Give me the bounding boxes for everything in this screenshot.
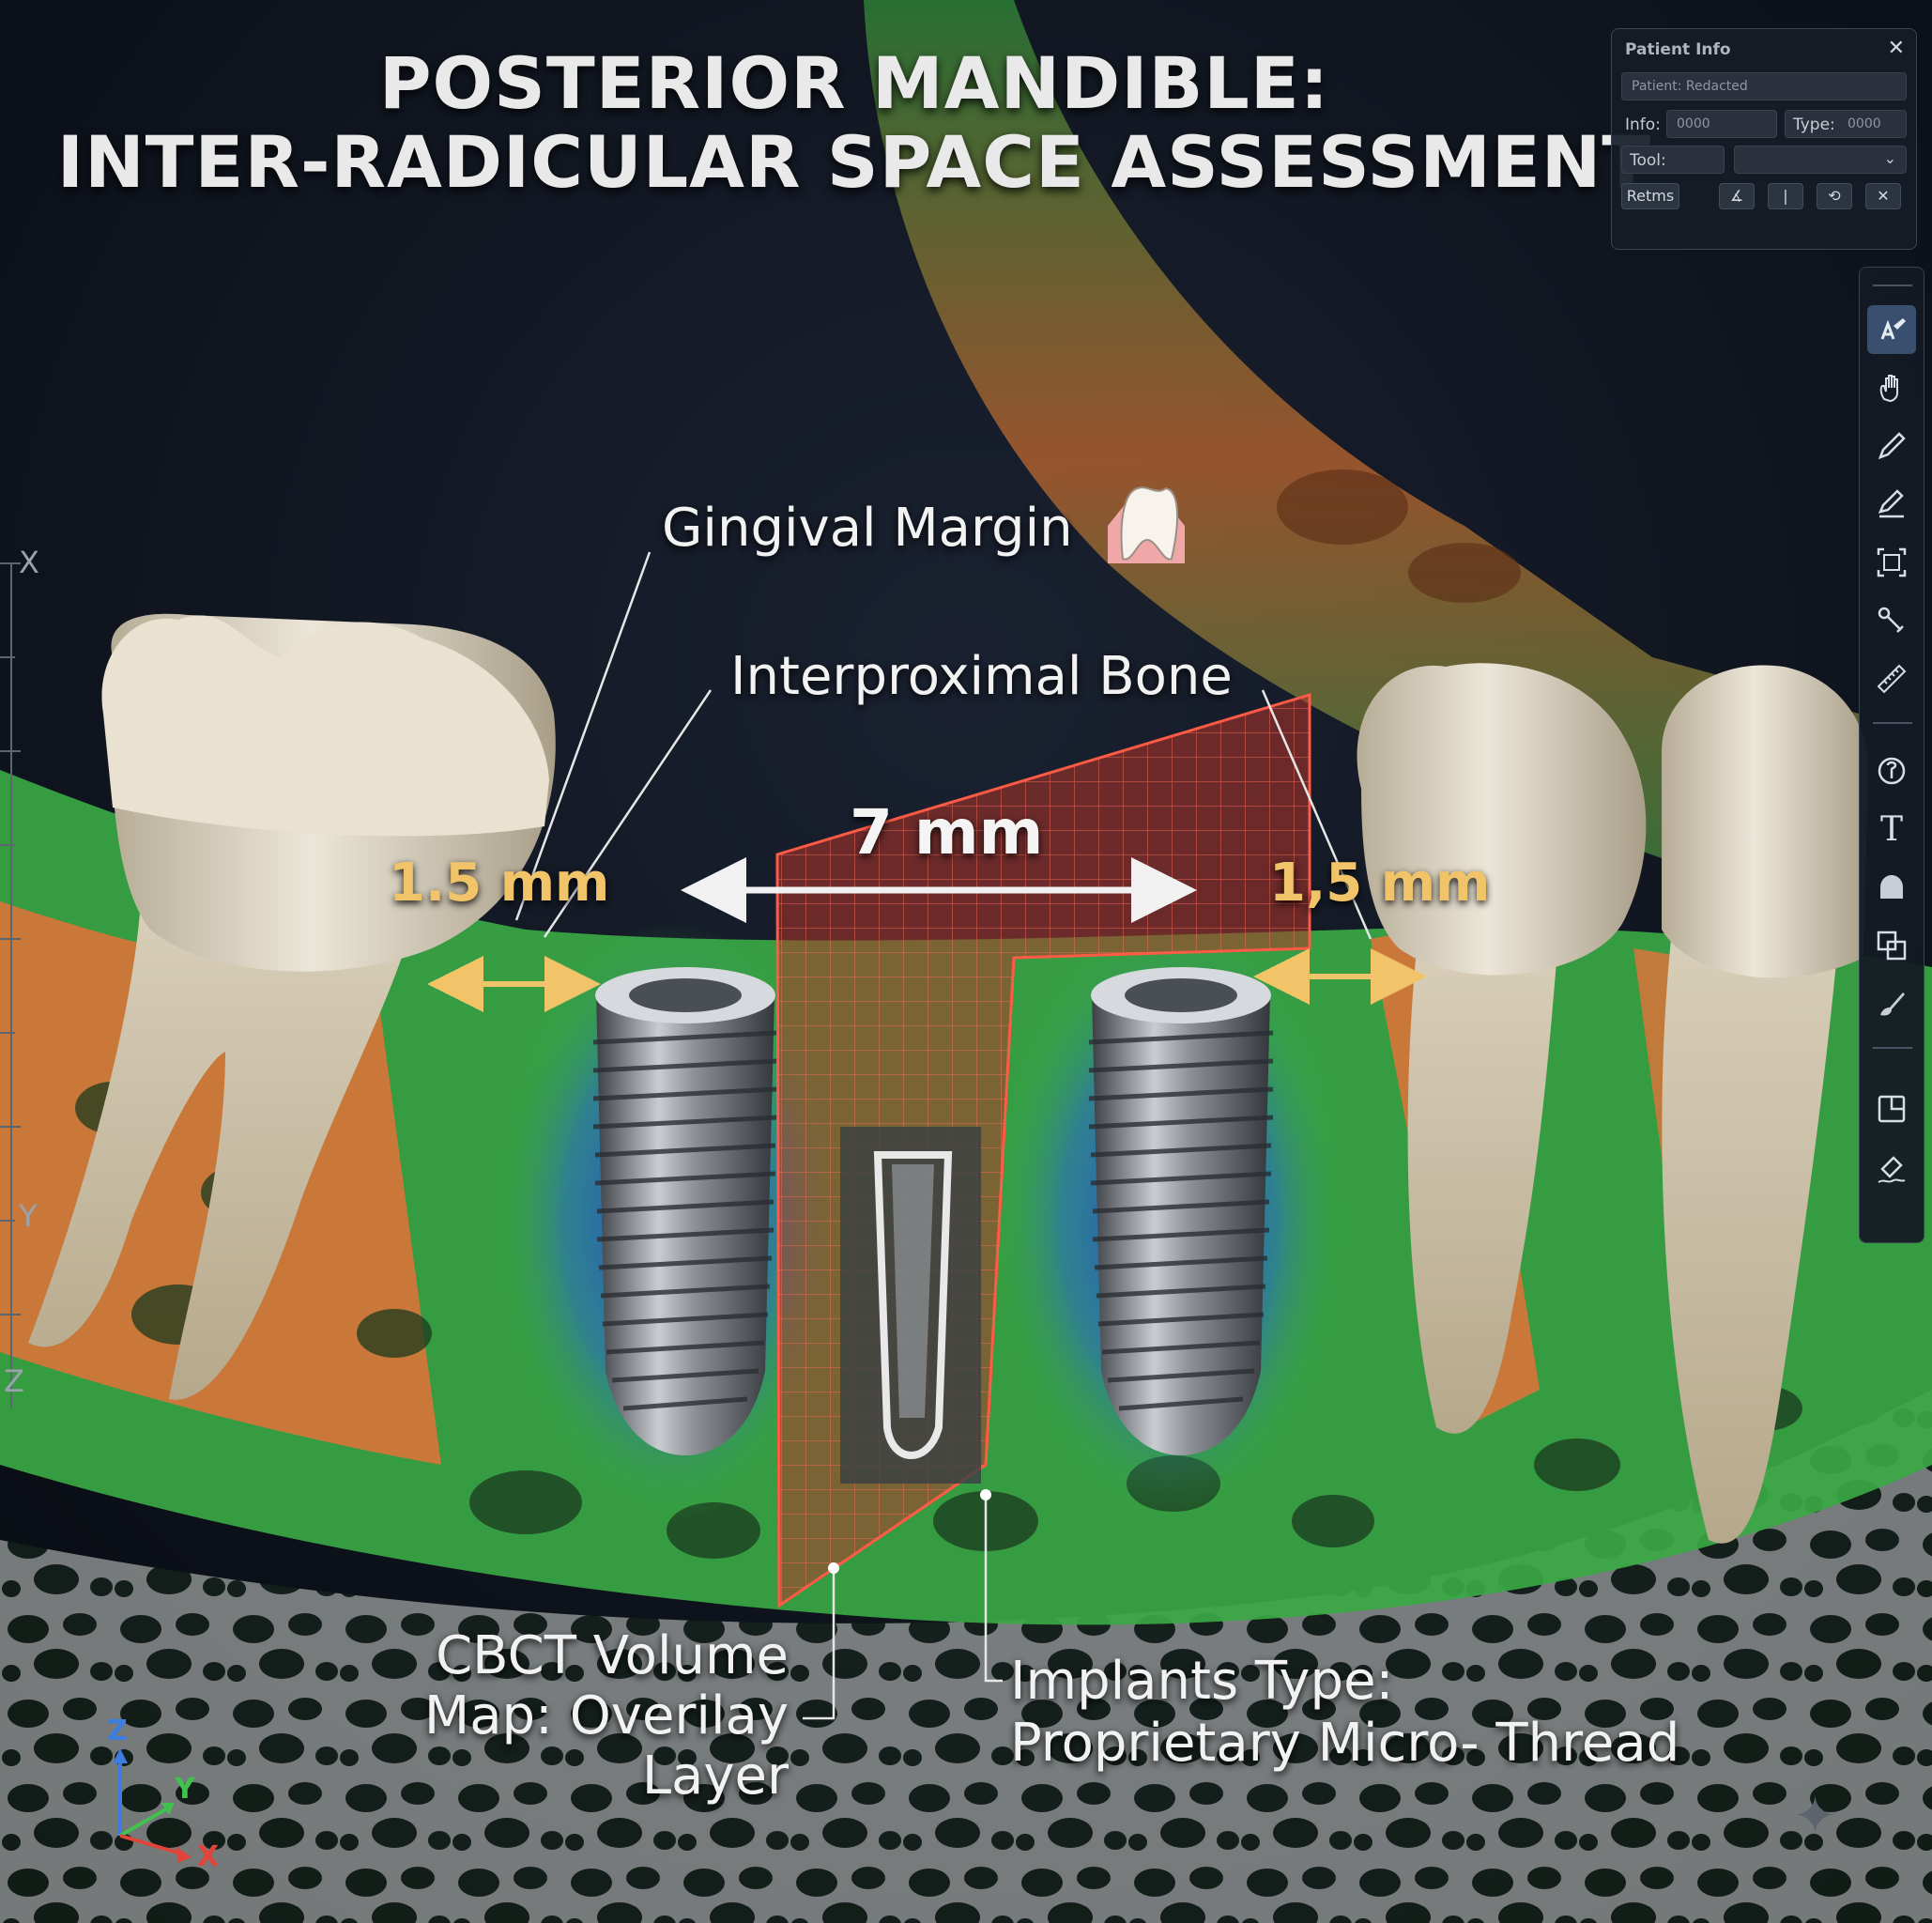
triad-label-y: Y: [175, 1773, 195, 1806]
pencil-icon[interactable]: [1867, 422, 1916, 470]
panel-title: Patient Info: [1625, 40, 1731, 59]
close-icon[interactable]: ✕: [1887, 37, 1905, 60]
type-value: 0000: [1848, 116, 1881, 131]
tooth-gingiva-icon: [1108, 486, 1185, 563]
scan-frame-icon[interactable]: [1867, 538, 1916, 587]
triad-label-z: Z: [107, 1715, 128, 1747]
text-icon[interactable]: T: [1867, 805, 1916, 854]
signature-icon[interactable]: [1867, 1145, 1916, 1193]
leader-dot: [980, 1489, 991, 1500]
measure-left-gap: 1.5 mm: [389, 853, 610, 914]
reset-icon[interactable]: ⟲: [1817, 183, 1852, 209]
ruler-icon[interactable]: [1867, 654, 1916, 703]
toolbar-separator: [1873, 1047, 1912, 1049]
trabecular-bone-base: [0, 1390, 1932, 1923]
measure-center-gap: 7 mm: [850, 796, 1044, 869]
title-line-2: INTER-RADICULAR SPACE ASSESSMENT: [56, 120, 1652, 204]
label-cbct-volume-map: CBCT Volume Map: Overilay Layer: [376, 1626, 789, 1807]
chevron-down-icon: ⌄: [1883, 149, 1896, 167]
cbct-line-3: Layer: [641, 1746, 789, 1807]
implant-right: [1088, 967, 1274, 1455]
implant-line-1: Implants Type:: [1010, 1651, 1394, 1712]
title-line-1: POSTERIOR MANDIBLE:: [378, 41, 1330, 125]
measure-right-gap: 1,5 mm: [1269, 853, 1491, 914]
label-gingival-margin: Gingival Margin: [662, 498, 1073, 559]
pan-hand-icon[interactable]: [1867, 363, 1916, 412]
ruler-label-y: Y: [19, 1198, 38, 1234]
sparkle-icon: ✦: [1793, 1786, 1837, 1847]
toolbar-separator: [1873, 722, 1912, 724]
info-label: Info:: [1625, 115, 1661, 134]
patient-field-value: Patient: Redacted: [1632, 79, 1748, 94]
node-icon[interactable]: [1867, 746, 1916, 795]
ruler-label-x: X: [19, 545, 39, 580]
cbct-line-1: CBCT Volume: [436, 1625, 789, 1686]
toolbar-separator: [1873, 285, 1912, 286]
implant-left: [592, 967, 778, 1455]
crown-icon[interactable]: [1867, 863, 1916, 912]
items-button[interactable]: Retms: [1621, 183, 1679, 209]
cbct-line-2: Map: Overilay: [423, 1685, 789, 1746]
clear-icon[interactable]: ✕: [1865, 183, 1901, 209]
leader-dot: [828, 1562, 839, 1574]
measure-icon[interactable]: ∡: [1719, 183, 1755, 209]
implant-line-2: Proprietary Micro- Thread: [1010, 1713, 1680, 1774]
type-field[interactable]: Type: 0000: [1785, 110, 1907, 138]
probe-icon[interactable]: [1867, 596, 1916, 645]
axis-triad: [113, 1748, 192, 1863]
tool-label-box: Tool:: [1621, 146, 1725, 174]
layers-icon[interactable]: [1867, 921, 1916, 970]
edit-icon[interactable]: [1867, 480, 1916, 529]
right-premolar: [1357, 663, 1647, 1434]
ruler-label-z: Z: [4, 1363, 24, 1399]
left-molar: [28, 613, 556, 1400]
export-icon[interactable]: [1867, 1085, 1916, 1133]
patient-field[interactable]: Patient: Redacted: [1621, 72, 1907, 100]
divider-icon[interactable]: |: [1768, 183, 1803, 209]
brush-icon[interactable]: [1867, 979, 1916, 1028]
label-implant-type: Implants Type: Proprietary Micro- Thread: [1010, 1651, 1679, 1775]
leader-lines: [514, 551, 1372, 1720]
patient-info-panel: Patient Info ✕ Patient: Redacted Info: 0…: [1611, 28, 1917, 250]
cbct-slice: [840, 1127, 981, 1484]
annotate-icon[interactable]: [1867, 305, 1916, 354]
right-canine: [1662, 665, 1868, 1544]
text-tool-glyph: T: [1879, 809, 1903, 849]
tool-label: Tool:: [1630, 151, 1666, 170]
info-field[interactable]: 0000: [1666, 110, 1777, 138]
type-label: Type:: [1793, 115, 1835, 134]
jaw-pore: [1408, 543, 1521, 603]
info-value: 0000: [1677, 116, 1710, 131]
triad-label-x: X: [197, 1840, 220, 1873]
right-toolbar: T: [1859, 267, 1924, 1243]
left-ruler: [0, 562, 21, 1408]
tool-select[interactable]: ⌄: [1734, 146, 1907, 174]
jaw-pore: [1277, 469, 1408, 545]
label-interproximal-bone: Interproximal Bone: [730, 646, 1233, 707]
background-jaw: [864, 0, 1859, 920]
